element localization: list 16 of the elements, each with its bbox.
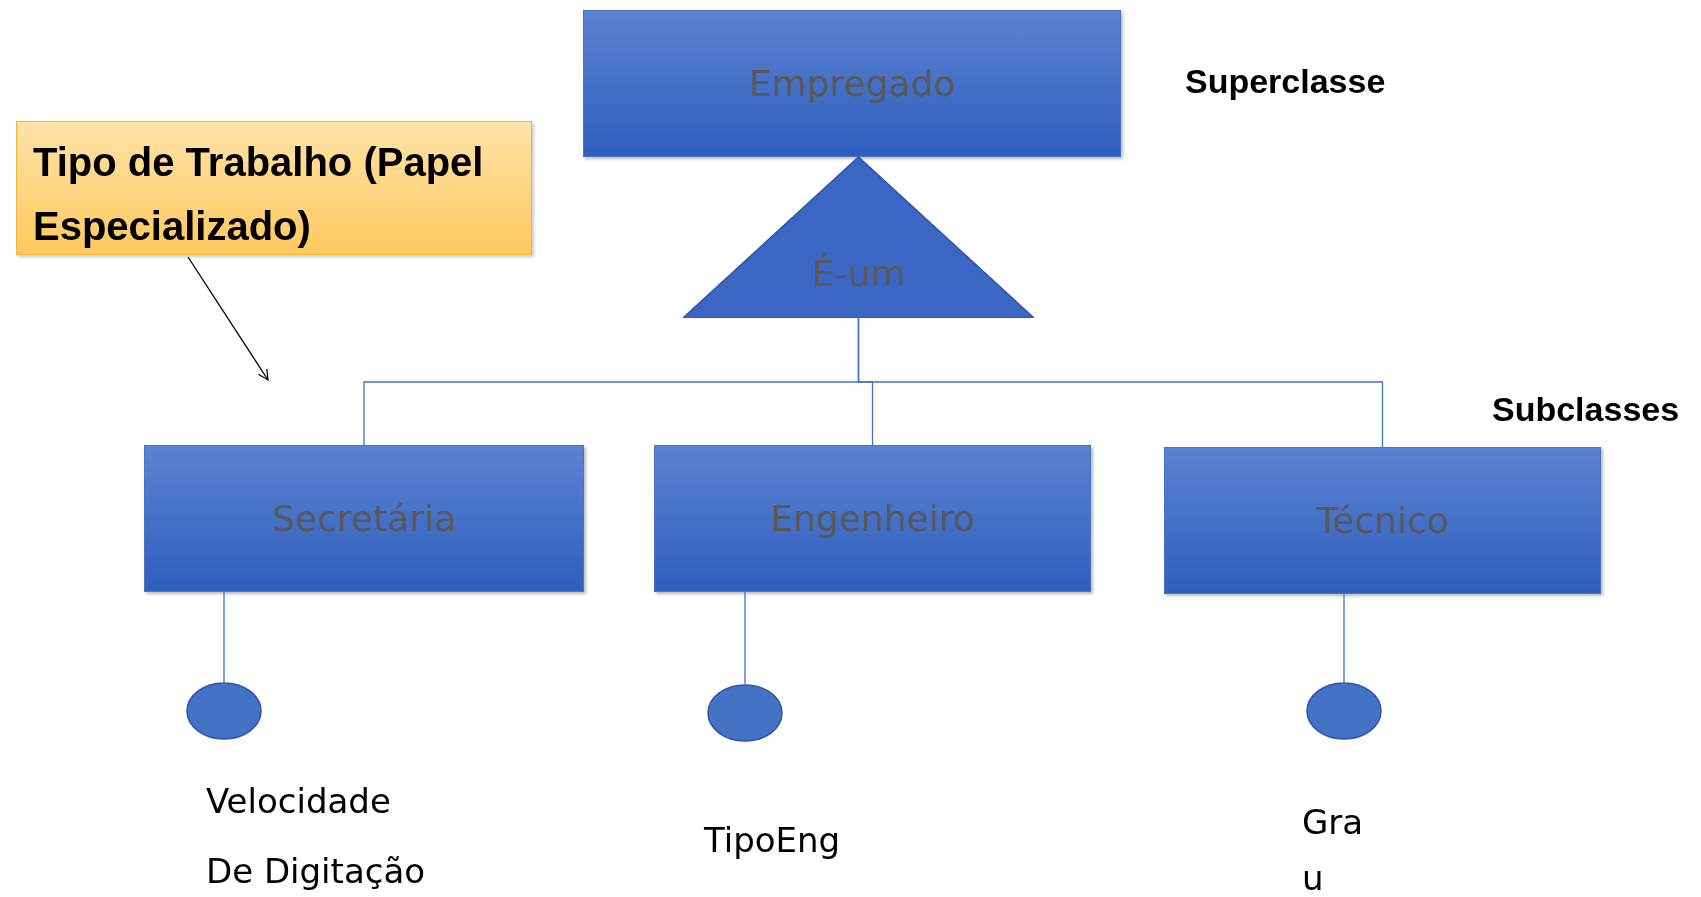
entity-box: Técnico xyxy=(1164,447,1601,594)
connector-line xyxy=(857,317,1384,448)
attribute-name: Grau xyxy=(1302,801,1365,897)
connector-line xyxy=(223,591,225,683)
attribute-name: Velocidade De Digitação xyxy=(206,780,427,893)
relationship-label: É-um xyxy=(810,253,907,294)
entity-box: Engenheiro xyxy=(654,445,1091,592)
entity-box: Empregado xyxy=(583,10,1121,157)
connector-line xyxy=(744,591,746,685)
attribute-name: TipoEng xyxy=(704,819,842,862)
annotation-label: Subclasses xyxy=(1492,390,1680,429)
entity-box: Secretária xyxy=(144,445,584,592)
note-box: Tipo de Trabalho (Papel Especializado) xyxy=(16,121,532,255)
connector-line xyxy=(1343,593,1345,683)
annotation-label: Superclasse xyxy=(1185,62,1386,101)
arrow xyxy=(187,256,269,381)
